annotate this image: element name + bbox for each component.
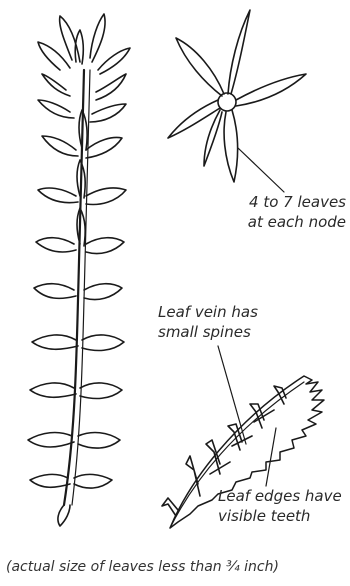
vein-label: Leaf vein has small spines bbox=[158, 302, 258, 342]
leaf-whorl-drawing bbox=[168, 10, 306, 182]
edges-label-line2: visible teeth bbox=[218, 506, 346, 526]
whorl-label: 4 to 7 leaves at each node bbox=[242, 192, 346, 232]
vein-label-line1: Leaf vein has bbox=[158, 302, 258, 322]
edges-label: Leaf edges have visible teeth bbox=[218, 486, 346, 526]
edges-label-line1: Leaf edges have bbox=[218, 486, 346, 506]
whorl-label-line1: 4 to 7 leaves bbox=[242, 192, 346, 212]
size-caption: (actual size of leaves less than ¾ inch) bbox=[6, 557, 279, 577]
plant-stem-drawing bbox=[28, 14, 130, 526]
whorl-label-line2: at each node bbox=[242, 212, 346, 232]
vein-label-line2: small spines bbox=[158, 322, 258, 342]
